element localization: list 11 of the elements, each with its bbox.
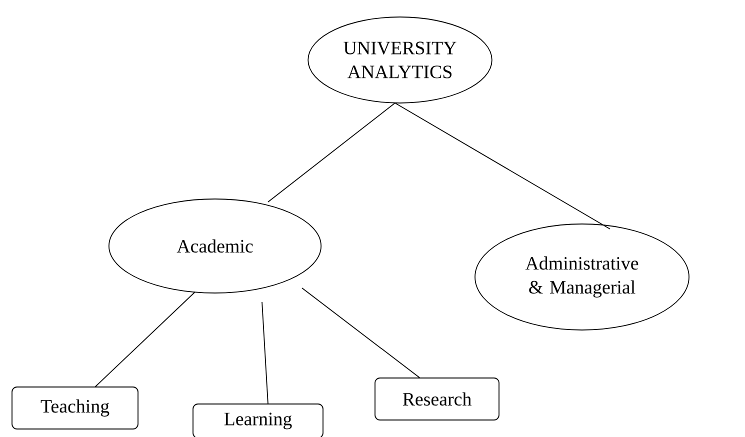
rounded-box: Learning [192, 404, 324, 437]
ellipse-node: Academic [108, 198, 322, 294]
rounded-box: Research [374, 378, 500, 420]
connector-line [394, 102, 610, 230]
ellipse-node: Administrative & Managerial [474, 224, 690, 330]
connector-line [94, 292, 196, 388]
connector-line [302, 288, 420, 378]
ellipse-node: UNIVERSITY ANALYTICS [308, 16, 492, 104]
rounded-box: Teaching [12, 386, 138, 430]
connector-line [268, 102, 396, 202]
connector-line [262, 302, 268, 404]
